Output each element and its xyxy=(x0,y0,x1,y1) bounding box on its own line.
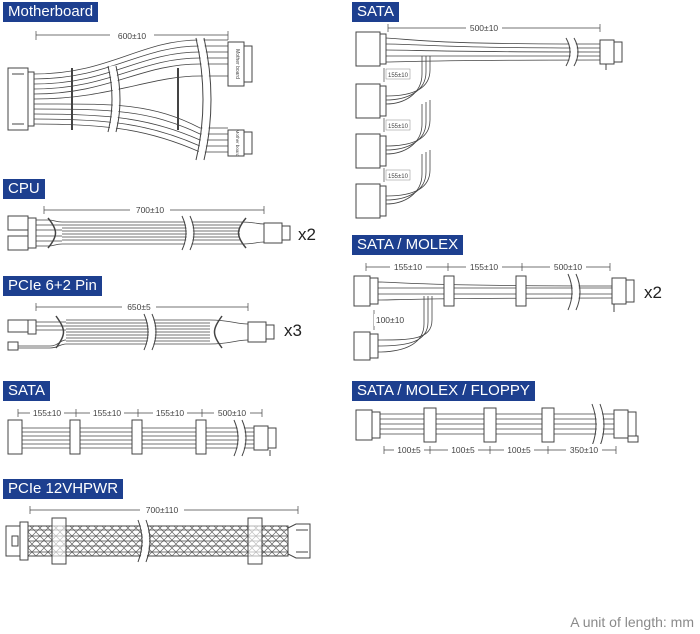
sata-molex-multiplier: x2 xyxy=(644,283,662,302)
sata-molex-cable xyxy=(353,263,635,361)
sata-right-branch3: 155±10 xyxy=(388,174,409,180)
mb-length-label: 600±10 xyxy=(118,31,147,41)
sata-left-seg1: 155±10 xyxy=(33,408,62,418)
smf-seg2: 100±5 xyxy=(451,445,475,455)
cpu-length-label: 700±10 xyxy=(136,205,165,215)
smf-seg3: 100±5 xyxy=(507,445,531,455)
section-label-sata-molex-floppy: SATA / MOLEX / FLOPPY xyxy=(352,381,535,401)
motherboard-cable xyxy=(7,31,253,161)
smf-seg4: 350±10 xyxy=(570,445,599,455)
unit-footnote: A unit of length: mm xyxy=(570,614,694,630)
pcie-6-2-cable xyxy=(7,303,275,352)
section-label-pcie-12vhpwr: PCIe 12VHPWR xyxy=(3,479,124,499)
mb-connector-label-b: Mother board xyxy=(235,130,240,157)
sata-right-cable xyxy=(355,24,623,219)
section-label-motherboard: Motherboard xyxy=(3,2,99,22)
sata-molex-seg3: 500±10 xyxy=(554,262,583,272)
section-label-sata-molex: SATA / MOLEX xyxy=(352,235,464,255)
mb-dim-bg xyxy=(110,29,154,41)
section-label-sata-right: SATA xyxy=(352,2,399,22)
cpu-cable xyxy=(7,206,291,252)
sata-right-branch2: 155±10 xyxy=(388,124,409,130)
cpu-multiplier: x2 xyxy=(298,225,316,244)
sata-left-seg2: 155±10 xyxy=(93,408,122,418)
sata-molex-seg1: 155±10 xyxy=(394,262,423,272)
section-label-sata-left: SATA xyxy=(3,381,50,401)
mb-connector-label-a: Mother board xyxy=(234,49,240,79)
smf-seg1: 100±5 xyxy=(397,445,421,455)
sata-molex-seg2: 155±10 xyxy=(470,262,499,272)
pcie-length-label: 650±5 xyxy=(127,302,151,312)
sata-right-branch1: 155±10 xyxy=(388,73,409,79)
section-label-cpu: CPU xyxy=(3,179,45,199)
section-label-pcie-6-2: PCIe 6+2 Pin xyxy=(3,276,102,296)
sata-right-main-length: 500±10 xyxy=(470,23,499,33)
sata-left-seg3: 155±10 xyxy=(156,408,185,418)
pcie-12vhpwr-cable xyxy=(5,506,311,565)
pcie-multiplier: x3 xyxy=(284,321,302,340)
hpwr-length-label: 700±110 xyxy=(146,505,179,515)
sata-left-seg4: 500±10 xyxy=(218,408,247,418)
sata-left-cable xyxy=(7,409,277,458)
sata-molex-branch: 100±10 xyxy=(376,315,405,325)
